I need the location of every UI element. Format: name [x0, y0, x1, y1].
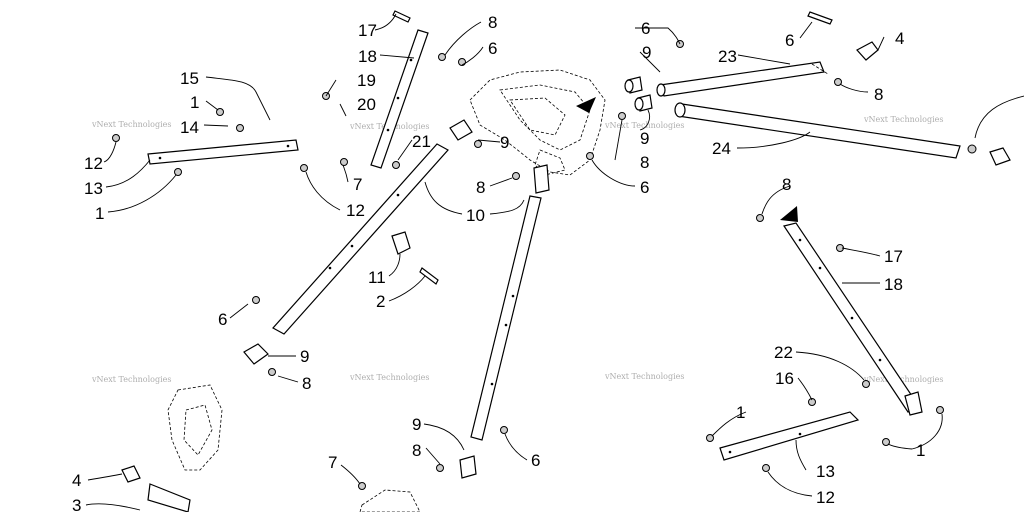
callout-8: 8: [488, 13, 497, 32]
callout-1: 1: [95, 204, 104, 223]
callout-4: 4: [72, 471, 81, 490]
bottom-casting: [359, 489, 421, 512]
sleeves-9: [624, 76, 653, 112]
callout-7: 7: [328, 453, 337, 472]
callout-3: 3: [72, 496, 81, 512]
callout-12: 12: [816, 488, 835, 507]
watermark: vNext Technologies: [91, 375, 171, 384]
callout-8: 8: [640, 153, 649, 172]
watermark: vNext Technologies: [604, 372, 684, 381]
head-casting: [469, 69, 606, 176]
callout-6: 6: [218, 310, 227, 329]
watermark: vNext Technologies: [91, 120, 171, 129]
callout-12: 12: [346, 201, 365, 220]
callout-numbers: 17 18 8 6 6 9 23 6 4 8 9 8 6 24 15 1 14 …: [72, 13, 925, 512]
clamp-4-top: [807, 11, 879, 86]
callout-9: 9: [640, 129, 649, 148]
callout-13: 13: [816, 462, 835, 481]
callout-17: 17: [358, 21, 377, 40]
hardware: [112, 40, 944, 490]
callout-9: 9: [500, 133, 509, 152]
callout-8: 8: [412, 441, 421, 460]
callout-1: 1: [916, 441, 925, 460]
callout-8: 8: [476, 178, 485, 197]
callout-2: 2: [376, 292, 385, 311]
arrow-marker: [576, 97, 596, 113]
callout-13: 13: [84, 179, 103, 198]
clamp-9-left: [243, 343, 276, 376]
callout-9: 9: [642, 43, 651, 62]
callout-8: 8: [782, 175, 791, 194]
arrow-marker: [780, 206, 798, 222]
watermark: vNext Technologies: [349, 373, 429, 382]
clamp-9-lower: [459, 455, 477, 479]
clamp-9-upper: [449, 119, 482, 148]
callout-18: 18: [884, 275, 903, 294]
tube-23: [656, 61, 829, 97]
callout-14: 14: [180, 118, 199, 137]
callout-15: 15: [180, 69, 199, 88]
watermark: vNext Technologies: [604, 121, 684, 130]
callout-20: 20: [357, 95, 376, 114]
callout-17: 17: [884, 247, 903, 266]
watermark: vNext Technologies: [863, 115, 943, 124]
tube-24: [674, 102, 961, 159]
callout-22: 22: [774, 343, 793, 362]
callout-8: 8: [874, 85, 883, 104]
callout-8: 8: [302, 374, 311, 393]
callout-19: 19: [357, 71, 376, 90]
bar-13-right: [719, 411, 860, 461]
callout-10: 10: [466, 206, 485, 225]
callout-6: 6: [785, 31, 794, 50]
callout-16: 16: [775, 369, 794, 388]
callout-24: 24: [712, 139, 731, 158]
bar-13-left: [147, 139, 299, 165]
callout-1: 1: [190, 93, 199, 112]
right-edge-part: [967, 95, 1024, 166]
bracket-18-top: [370, 10, 429, 169]
callout-12: 12: [84, 154, 103, 173]
callout-7: 7: [353, 175, 362, 194]
callout-9: 9: [412, 415, 421, 434]
callout-11: 11: [368, 268, 386, 287]
callout-6: 6: [488, 39, 497, 58]
callout-6: 6: [640, 178, 649, 197]
fitting-11: [391, 231, 439, 285]
callout-23: 23: [718, 47, 737, 66]
callout-21: 21: [412, 132, 431, 151]
tube-center: [470, 164, 550, 441]
callout-4: 4: [895, 29, 904, 48]
watermark: vNext Technologies: [863, 375, 943, 384]
callout-6: 6: [641, 19, 650, 38]
callout-6: 6: [531, 451, 540, 470]
leader-lines: [85, 13, 943, 511]
bottom-left-casting: [167, 384, 223, 471]
bar-18-right: [783, 222, 923, 416]
tube-10: [272, 143, 449, 335]
clamp-4-bottom: [121, 465, 191, 512]
callout-1: 1: [736, 403, 745, 422]
callout-9: 9: [300, 347, 309, 366]
callout-18: 18: [358, 47, 377, 66]
